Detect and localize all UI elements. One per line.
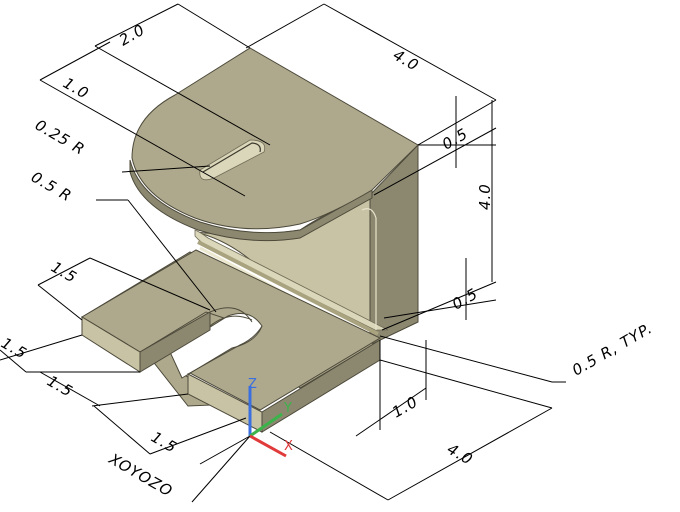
- upper-tab-top-face: [131, 47, 419, 230]
- dim-base-length: 4.0: [444, 440, 476, 469]
- ucs-y-label: Y: [283, 401, 292, 416]
- base-left-tab-side: [139, 311, 211, 373]
- bracket-model: [80, 47, 419, 433]
- upper-tab-edge: [129, 159, 373, 242]
- ucs-label: XOYOZO: [105, 449, 176, 500]
- ucs-z-label: Z: [248, 377, 257, 392]
- ucs-x-axis: [249, 434, 287, 458]
- dim-hole-radius: 0.25 R: [32, 116, 88, 159]
- upper-slot-hole: [199, 139, 266, 181]
- base-slot: [169, 313, 263, 379]
- ucs-icon: Z Y X: [248, 377, 293, 458]
- dimension-lines: [0, 3, 566, 503]
- dim-slot-offset: 1.0: [60, 74, 92, 103]
- dim-height: 4.0: [476, 183, 494, 210]
- dim-fillet-radius: 0.5 R, TYP.: [569, 319, 656, 379]
- dim-upper-thickness: 0.5: [439, 124, 471, 153]
- dim-arc-radius: 0.5 R: [28, 168, 75, 206]
- dim-tab-width-1: 1.5: [48, 258, 80, 287]
- ucs-y-axis: [249, 412, 283, 438]
- dim-tab-width-3: 1.5: [44, 372, 76, 401]
- ucs-x-label: X: [284, 439, 293, 454]
- dim-overall-depth: 4.0: [390, 46, 422, 75]
- dim-base-offset: 1.0: [389, 392, 421, 421]
- dim-top-width: 2.0: [116, 20, 148, 49]
- dim-lower-thickness: 0.5: [449, 284, 481, 313]
